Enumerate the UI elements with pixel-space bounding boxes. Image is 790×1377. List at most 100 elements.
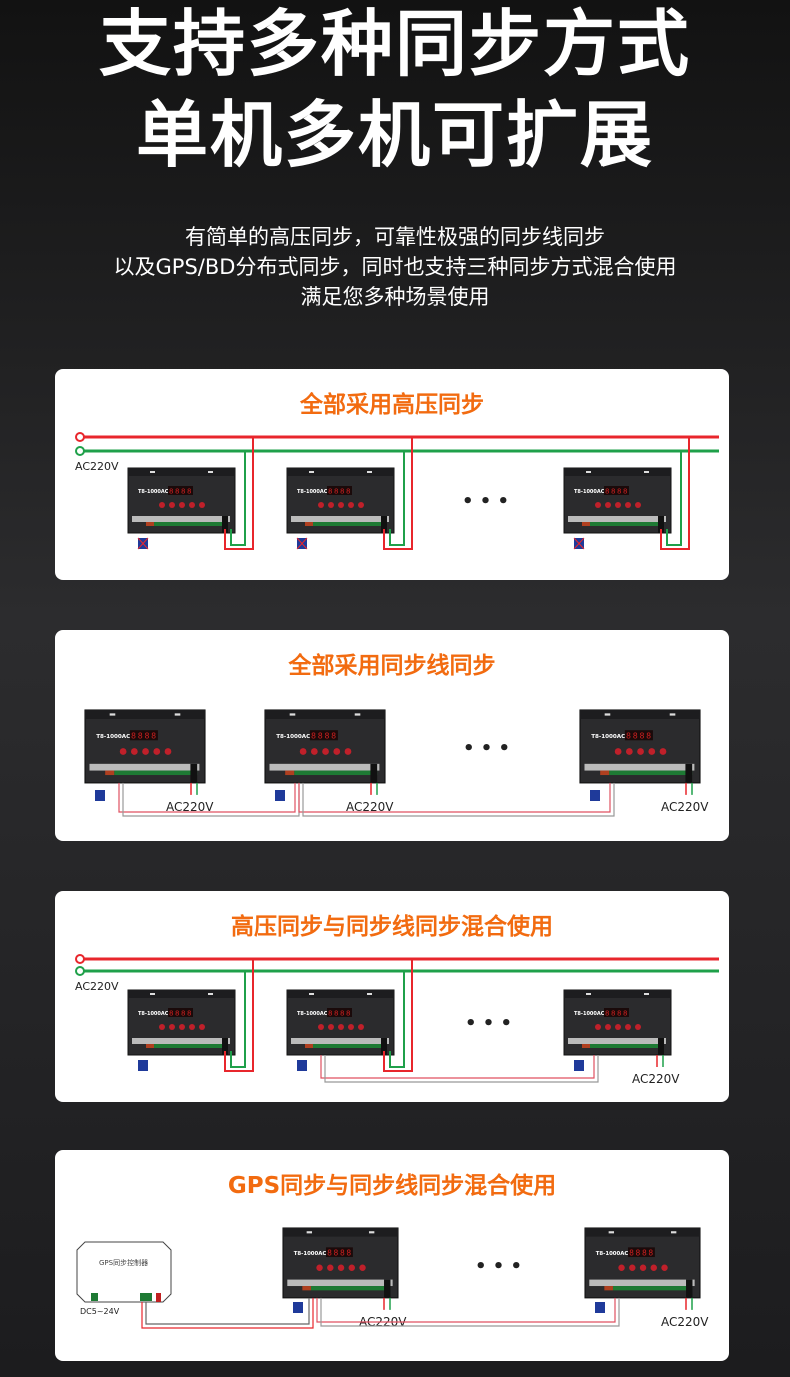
neutral-terminal-icon	[75, 446, 85, 456]
device-top-bracket	[85, 710, 205, 719]
led-display	[604, 486, 629, 495]
ellipsis-more-devices: • • •	[475, 1256, 522, 1277]
wire	[666, 451, 682, 546]
sync-module-icon	[95, 790, 105, 801]
wire	[389, 451, 405, 546]
led-display	[168, 486, 193, 495]
control-button	[159, 502, 165, 508]
cable-gland	[658, 516, 664, 533]
control-button	[615, 502, 621, 508]
led-digit: 8	[144, 732, 149, 741]
terminal-block-red	[285, 770, 295, 776]
intro-line-3: 满足您多种场景使用	[300, 285, 490, 309]
led-digit: 8	[334, 1010, 338, 1018]
mount-hole	[174, 713, 181, 716]
device-model-label: T8-1000AC	[591, 734, 625, 740]
mount-hole	[289, 713, 296, 716]
control-button	[625, 748, 633, 755]
cable-gland	[222, 516, 228, 533]
led-digit: 8	[617, 1010, 621, 1018]
gps-sync-controller: GPS同步控制器	[76, 1241, 172, 1303]
led-digit: 8	[605, 1010, 609, 1018]
led-digit: 8	[131, 732, 136, 741]
cable-gland	[658, 1038, 664, 1055]
terminal-strip	[568, 516, 666, 522]
led-digit: 8	[626, 732, 631, 741]
led-digit: 8	[340, 488, 344, 496]
led-digit: 8	[318, 732, 323, 741]
control-button	[635, 502, 641, 508]
terminal-strip	[291, 516, 389, 522]
control-button	[119, 748, 127, 755]
control-button	[625, 502, 631, 508]
terminal-block-red	[146, 1044, 154, 1048]
control-button	[595, 502, 601, 508]
led-digit: 8	[328, 1010, 332, 1018]
control-button	[153, 748, 161, 755]
mount-hole	[586, 471, 591, 473]
terminal-block	[310, 1286, 391, 1291]
device-model-label: T8-1000AC	[96, 734, 130, 740]
control-button	[318, 1024, 324, 1030]
device-top-bracket	[128, 468, 235, 476]
gps-power-label: DC5~24V	[80, 1307, 120, 1316]
mount-hole	[150, 993, 155, 995]
power-label: AC220V	[632, 1072, 680, 1086]
gps-antenna-port	[156, 1293, 161, 1302]
mount-hole	[608, 1231, 615, 1234]
device-model-label: T8-1000AC	[297, 1011, 328, 1017]
sync-module-icon	[293, 1302, 303, 1313]
wire	[296, 537, 308, 550]
control-button	[629, 1264, 636, 1271]
led-digit: 8	[623, 1010, 627, 1018]
led-digit: 8	[346, 1248, 351, 1257]
led-digit: 8	[629, 1248, 634, 1257]
control-button	[316, 1264, 323, 1271]
mount-hole	[670, 1231, 677, 1234]
card-title: 高压同步与同步线同步混合使用	[231, 914, 553, 940]
led-digit: 8	[187, 1010, 191, 1018]
control-button	[327, 1264, 334, 1271]
cable-gland	[686, 1279, 693, 1298]
power-label: AC220V	[166, 800, 214, 814]
led-digit: 8	[623, 488, 627, 496]
led-digit: 8	[181, 1010, 185, 1018]
live-terminal-icon	[75, 954, 85, 964]
terminal-block-red	[302, 1286, 311, 1291]
device-model-label: T8-1000AC	[297, 489, 328, 495]
led-digit: 8	[181, 488, 185, 496]
headline-line-2: 单机多机可扩展	[135, 93, 654, 177]
card-title: 全部采用高压同步	[300, 392, 484, 418]
cable-gland	[190, 763, 198, 783]
card-title: GPS同步与同步线同步混合使用	[227, 1173, 557, 1199]
control-button	[179, 502, 185, 508]
wire	[230, 971, 246, 1068]
cable-gland	[370, 763, 378, 783]
cable-gland	[384, 1279, 391, 1298]
sync-module-icon	[138, 1060, 148, 1071]
power-label: AC220V	[346, 800, 394, 814]
wire	[298, 782, 611, 813]
wire	[316, 1297, 616, 1323]
control-button	[615, 1024, 621, 1030]
led-display	[327, 486, 352, 495]
wire	[383, 437, 413, 550]
led-digit: 8	[334, 488, 338, 496]
led-digit: 8	[639, 732, 644, 741]
control-button	[318, 502, 324, 508]
led-digit: 8	[324, 732, 329, 741]
mount-hole	[368, 1231, 375, 1234]
control-button	[179, 1024, 185, 1030]
sync-module-icon	[590, 790, 600, 801]
terminal-strip	[584, 763, 695, 771]
device-model-label: T8-1000AC	[574, 489, 605, 495]
led-digit: 8	[151, 732, 156, 741]
terminal-block	[154, 522, 228, 526]
terminal-strip	[291, 1038, 389, 1044]
terminal-strip	[132, 516, 230, 522]
